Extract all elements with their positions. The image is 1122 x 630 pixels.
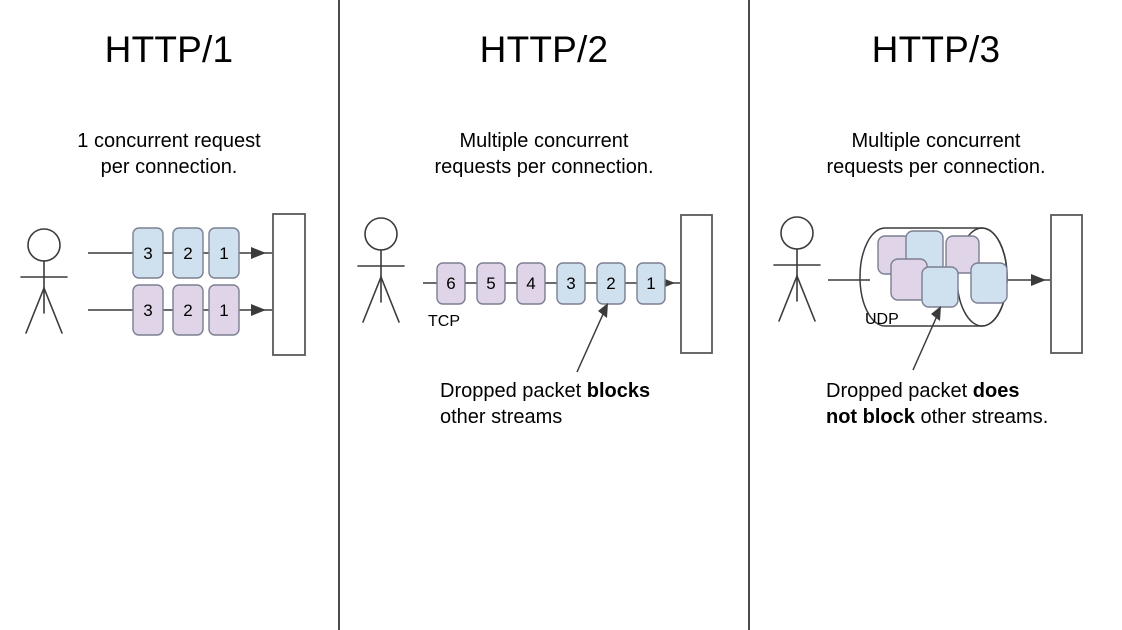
caption-line-1: 1 concurrent request <box>77 130 261 152</box>
panel-divider-2 <box>748 0 750 630</box>
annotation-line-2: other streams <box>440 404 650 430</box>
server-rectangle-icon <box>680 214 713 354</box>
callout-arrow-icon <box>912 306 941 371</box>
http1-illustration: 3 2 1 3 <box>20 213 306 356</box>
panel-http1: HTTP/1 1 concurrent request per connecti… <box>0 0 338 630</box>
annotation-line-1: Dropped packet blocks <box>440 378 650 404</box>
panel-caption-http1: 1 concurrent request per connection. <box>0 128 338 180</box>
packet-box <box>945 235 980 274</box>
annotation-line-2: not block other streams. <box>826 404 1048 430</box>
http2-illustration: 6 5 4 3 2 <box>357 214 713 373</box>
annotation-http2: Dropped packet blocks other streams <box>440 378 650 430</box>
annotation-line-1: Dropped packet does <box>826 378 1048 404</box>
packet-box: 4 <box>516 262 546 305</box>
stream-row-purple: 3 2 1 <box>88 284 272 336</box>
panel-caption-http2: Multiple concurrent requests per connect… <box>340 128 748 180</box>
panel-title-http1: HTTP/1 <box>104 29 234 70</box>
packet-label: 3 <box>143 244 152 263</box>
stream-row-blue: 3 2 1 <box>88 227 272 279</box>
packet-box: 1 <box>636 262 666 305</box>
packet-box-dropped: 2 <box>596 262 626 305</box>
server-rectangle-icon <box>1050 214 1083 354</box>
packet-box <box>970 262 1008 304</box>
annotation-text-plain: Dropped packet <box>440 380 587 402</box>
packet-box: 5 <box>476 262 506 305</box>
annotation-text-plain: Dropped packet <box>826 380 973 402</box>
packet-label: 1 <box>219 244 228 263</box>
annotation-text-bold: blocks <box>586 380 651 402</box>
client-stick-figure-icon <box>773 216 821 322</box>
packet-label: 3 <box>143 301 152 320</box>
transport-label-udp: UDP <box>865 311 899 328</box>
caption-line-2: per connection. <box>100 156 238 178</box>
packet-label: 4 <box>526 274 535 293</box>
packet-cluster <box>877 230 1008 308</box>
packet-label: 2 <box>606 274 615 293</box>
caption-line-1: Multiple concurrent <box>851 130 1021 152</box>
panel-title-http2: HTTP/2 <box>479 29 609 70</box>
annotation-text-bold-2: not block <box>826 406 915 428</box>
packet-box: 3 <box>132 227 164 279</box>
panel-title-http3: HTTP/3 <box>871 29 1001 70</box>
http3-illustration <box>773 214 1083 371</box>
annotation-http3: Dropped packet does not block other stre… <box>826 378 1048 430</box>
packet-box: 6 <box>436 262 466 305</box>
annotation-text-bold: does <box>972 380 1020 402</box>
arrowhead-icon <box>251 304 266 316</box>
packet-box-dropped <box>921 266 959 308</box>
transport-label-tcp: TCP <box>428 313 460 330</box>
annotation-text-plain-2: other streams. <box>914 406 1049 428</box>
packet-label: 5 <box>486 274 495 293</box>
packet-label: 2 <box>183 244 192 263</box>
packet-box: 3 <box>556 262 586 305</box>
packet-label: 3 <box>566 274 575 293</box>
caption-line-1: Multiple concurrent <box>459 130 629 152</box>
packet-box: 3 <box>132 284 164 336</box>
arrowhead-icon <box>251 247 266 259</box>
tcp-stream-row: 6 5 4 3 2 <box>423 262 680 305</box>
panel-caption-http3: Multiple concurrent requests per connect… <box>750 128 1122 180</box>
arrowhead-icon <box>1031 274 1046 286</box>
packet-box: 2 <box>172 227 204 279</box>
panel-http3: HTTP/3 Multiple concurrent requests per … <box>750 0 1122 630</box>
panel-http2: HTTP/2 Multiple concurrent requests per … <box>340 0 748 630</box>
panel-divider-1 <box>338 0 340 630</box>
packet-label: 2 <box>183 301 192 320</box>
caption-line-2: requests per connection. <box>826 156 1046 178</box>
client-stick-figure-icon <box>20 228 68 334</box>
packet-label: 1 <box>219 301 228 320</box>
packet-label: 1 <box>646 274 655 293</box>
packet-box: 2 <box>172 284 204 336</box>
packet-label: 6 <box>446 274 455 293</box>
packet-box: 1 <box>208 284 240 336</box>
client-stick-figure-icon <box>357 217 405 323</box>
packet-box: 1 <box>208 227 240 279</box>
callout-arrow-icon <box>576 303 608 373</box>
server-rectangle-icon <box>272 213 306 356</box>
caption-line-2: requests per connection. <box>434 156 654 178</box>
annotation-text-plain-2: other streams <box>440 406 563 428</box>
